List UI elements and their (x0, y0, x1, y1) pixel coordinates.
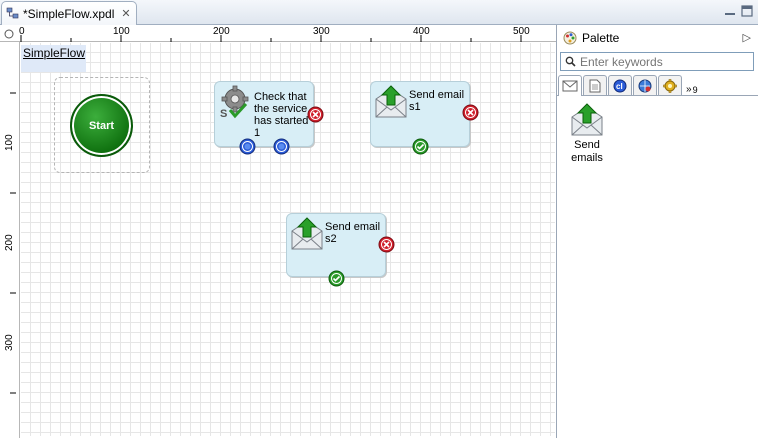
editor-tab[interactable]: *SimpleFlow.xpdl ✕ (1, 1, 137, 25)
palette-panel: Palette ▷ cl (556, 25, 758, 438)
success-port-icon[interactable] (328, 270, 345, 287)
editor-tabbar: *SimpleFlow.xpdl ✕ (0, 0, 758, 25)
ruler-x-label: 400 (413, 26, 430, 37)
error-icon[interactable] (307, 106, 324, 123)
mail-icon (562, 80, 578, 92)
more-chevron-icon: » (686, 84, 692, 95)
palette-more-tabs[interactable]: » 9 (683, 75, 698, 95)
palette-tab-mail[interactable] (558, 75, 582, 96)
ruler-x-label: 500 (513, 26, 530, 37)
horizontal-ruler: 0 100 200 300 400 500 (0, 25, 556, 42)
ruler-x-label: 0 (19, 26, 25, 37)
collapse-arrow-icon[interactable]: ▷ (742, 32, 751, 44)
palette-item-send-emails[interactable]: Send emails (565, 103, 609, 165)
palette-tab-document[interactable] (583, 75, 607, 95)
palette-tab-gear[interactable] (658, 75, 682, 95)
palette-tab-network[interactable] (633, 75, 657, 95)
more-tabs-count: 9 (692, 85, 698, 95)
palette-search[interactable] (560, 52, 754, 71)
xpdl-file-icon (6, 7, 19, 19)
close-icon[interactable]: ✕ (121, 8, 131, 20)
task-send-emails-2[interactable]: Send emails2 (286, 213, 395, 287)
task-label: Send emails2 (325, 221, 381, 245)
document-icon (589, 79, 601, 92)
pool-name[interactable]: SimpleFlow (21, 45, 86, 72)
editor-tab-title: *SimpleFlow.xpdl (23, 6, 115, 21)
send-email-icon (291, 217, 323, 250)
palette-header[interactable]: Palette ▷ (557, 25, 758, 50)
palette-tab-code[interactable]: cl (608, 75, 632, 95)
ruler-corner-icon (4, 29, 14, 39)
diagram-canvas[interactable]: SimpleFlow Start S Check that the servic… (21, 43, 555, 436)
ruler-x-label: 300 (313, 26, 330, 37)
ruler-y-label: 200 (4, 234, 15, 251)
send-email-icon (571, 103, 603, 136)
task-check-service[interactable]: S Check that the service has started1 (214, 81, 324, 155)
code-icon: cl (613, 79, 627, 92)
error-icon[interactable] (378, 236, 395, 253)
error-icon[interactable] (462, 104, 479, 121)
start-event-label: Start (88, 119, 115, 132)
start-event[interactable]: Start (70, 94, 133, 157)
ruler-y-label: 300 (4, 334, 15, 351)
palette-icon (563, 31, 577, 44)
vertical-ruler: 100 200 300 (0, 42, 20, 438)
maximize-icon[interactable] (741, 5, 753, 17)
network-icon (638, 79, 652, 92)
palette-item-label: Send emails (571, 139, 603, 164)
vertical-ruler-ticks (10, 92, 16, 394)
task-label: Send emails1 (409, 89, 465, 113)
search-icon (565, 56, 576, 67)
input-port-icon[interactable] (273, 138, 290, 155)
gear-check-icon: S (220, 85, 249, 119)
send-email-icon (375, 85, 407, 118)
svg-text:S: S (220, 108, 227, 119)
task-label: Check that the service has started1 (254, 91, 309, 139)
search-input[interactable] (580, 54, 750, 69)
horizontal-ruler-ticks (20, 35, 522, 42)
svg-text:cl: cl (616, 82, 623, 91)
palette-title: Palette (582, 30, 620, 45)
ruler-x-label: 200 (213, 26, 230, 37)
palette-tabs: cl » 9 (557, 74, 758, 96)
ruler-x-label: 100 (113, 26, 130, 37)
gear-icon (663, 78, 677, 93)
start-selection-frame (54, 77, 150, 173)
ruler-y-label: 100 (4, 134, 15, 151)
minimize-icon[interactable] (724, 5, 736, 17)
task-send-emails-1[interactable]: Send emails1 (370, 81, 479, 155)
success-port-icon[interactable] (412, 138, 429, 155)
input-port-icon[interactable] (239, 138, 256, 155)
